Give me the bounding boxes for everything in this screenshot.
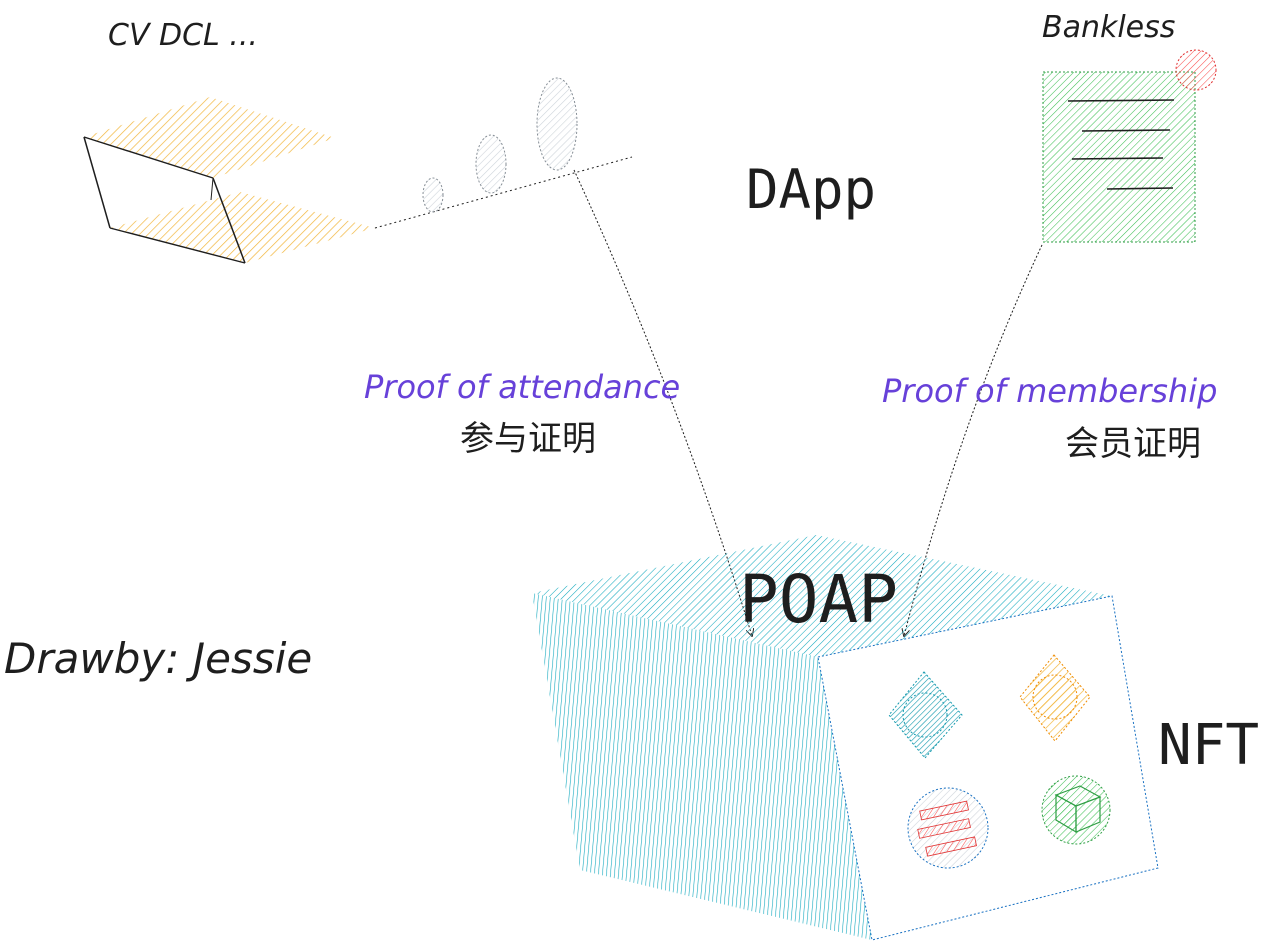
green-cube-icon [1041, 775, 1111, 845]
medium-bubble [475, 134, 507, 194]
small-bubble [422, 177, 444, 213]
proof-membership-label: Proof of membership [882, 372, 1217, 410]
striped-circle-icon [907, 787, 989, 869]
seal-icon [1175, 49, 1217, 91]
cv-dcl-label: CV DCL ... [108, 18, 258, 53]
teal-diamond-icon [888, 671, 963, 759]
yellow-diamond-icon [1019, 654, 1091, 742]
bankless-label: Bankless [1042, 10, 1175, 45]
membership-arrow [904, 244, 1043, 636]
proof-attendance-cn-label: 参与证明 [460, 419, 596, 459]
poap-label: POAP [739, 561, 898, 638]
layered-platform-icon [83, 97, 375, 264]
large-bubble [536, 77, 578, 171]
attendance-arrow [573, 169, 752, 636]
proof-membership-cn-label: 会员证明 [1065, 424, 1201, 464]
drawby-label: Drawby: Jessie [4, 634, 312, 683]
box-icon [532, 535, 1159, 941]
dapp-label: DApp [746, 158, 876, 221]
nft-label: NFT [1158, 713, 1259, 778]
growth-line [374, 77, 633, 229]
document-icon [1042, 49, 1217, 243]
proof-attendance-label: Proof of attendance [364, 368, 680, 406]
